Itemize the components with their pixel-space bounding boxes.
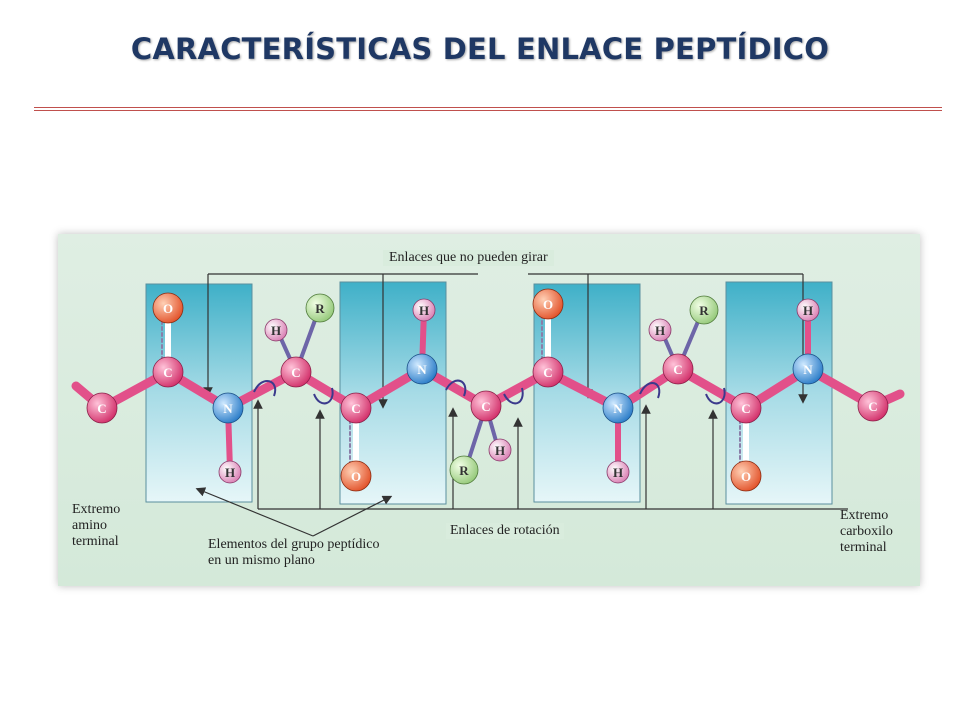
atom-hydrogen: H	[606, 460, 630, 484]
label-amino-line-2: amino	[72, 518, 107, 533]
label-peptide-plane-line-1: Elementos del grupo peptídico	[208, 537, 380, 552]
atom-hydrogen: H	[648, 318, 672, 342]
atom-r-group: R	[689, 295, 719, 325]
label-rotation-bonds: Enlaces de rotación	[446, 523, 564, 539]
svg-text:N: N	[417, 362, 427, 377]
atom-carbon: C	[280, 356, 312, 388]
peptide-chain-svg: C C O N H C H R C O N H C R H C O N H C …	[71, 273, 905, 537]
atom-hydrogen: H	[488, 438, 512, 462]
svg-text:C: C	[291, 365, 300, 380]
rotation-bond-bracket	[253, 399, 848, 510]
plane-pointer-arrows	[195, 487, 393, 537]
atom-r-group: R	[449, 455, 479, 485]
svg-text:C: C	[481, 399, 490, 414]
atom-hydrogen: H	[796, 298, 820, 322]
svg-text:O: O	[543, 297, 553, 312]
atom-nitrogen: N	[212, 392, 244, 424]
rotation-arrow-icon	[445, 379, 467, 397]
svg-text:C: C	[97, 401, 106, 416]
label-peptide-plane-elements: Elementos del grupo peptídico en un mism…	[208, 537, 379, 569]
atom-hydrogen: H	[264, 318, 288, 342]
svg-text:O: O	[351, 469, 361, 484]
svg-text:R: R	[459, 463, 469, 478]
svg-text:N: N	[803, 362, 813, 377]
svg-text:C: C	[741, 401, 750, 416]
svg-text:O: O	[163, 301, 173, 316]
label-amino-line-3: terminal	[72, 534, 119, 549]
svg-text:H: H	[655, 323, 665, 338]
atom-carbon: C	[86, 392, 118, 424]
rotation-arrow-icon	[313, 387, 334, 405]
svg-text:R: R	[315, 301, 325, 316]
slide-title: CARACTERÍSTICAS DEL ENLACE PEPTÍDICO	[130, 32, 830, 66]
svg-text:C: C	[163, 365, 172, 380]
rotation-arrow-icon	[253, 380, 277, 397]
rotation-arrow-icon	[705, 387, 726, 405]
atom-hydrogen: H	[218, 460, 242, 484]
atom-carbon: C	[470, 390, 502, 422]
svg-text:H: H	[225, 465, 235, 480]
svg-text:C: C	[868, 399, 877, 414]
atom-oxygen: O	[340, 460, 372, 492]
rotation-arrow-icon	[639, 382, 661, 399]
svg-text:H: H	[419, 303, 429, 318]
atom-oxygen: O	[152, 292, 184, 324]
rotation-arrow-icon	[503, 387, 524, 405]
svg-text:C: C	[351, 401, 360, 416]
label-amino-terminal: Extremo amino terminal	[72, 502, 120, 550]
svg-text:O: O	[741, 469, 751, 484]
atom-r-group: R	[305, 293, 335, 323]
svg-text:H: H	[271, 323, 281, 338]
atom-carbon: C	[662, 353, 694, 385]
atom-carbon: C	[340, 392, 372, 424]
svg-text:N: N	[223, 401, 233, 416]
svg-text:N: N	[613, 401, 623, 416]
atom-carbon: C	[730, 392, 762, 424]
label-carboxyl-line-2: carboxilo	[840, 524, 893, 539]
svg-text:H: H	[613, 465, 623, 480]
label-carboxyl-terminal: Extremo carboxilo terminal	[840, 508, 893, 556]
atom-oxygen: O	[532, 288, 564, 320]
label-peptide-plane-line-2: en un mismo plano	[208, 553, 315, 568]
atom-carbon: C	[532, 356, 564, 388]
svg-text:H: H	[495, 443, 505, 458]
atom-nitrogen: N	[602, 392, 634, 424]
label-carboxyl-line-3: terminal	[840, 540, 887, 555]
title-divider	[34, 107, 942, 111]
atom-oxygen: O	[730, 460, 762, 492]
label-rigid-bonds: Enlaces que no pueden girar	[383, 250, 554, 266]
atom-carbon: C	[857, 390, 889, 422]
svg-text:C: C	[673, 362, 682, 377]
svg-text:H: H	[803, 303, 813, 318]
label-carboxyl-line-1: Extremo	[840, 508, 889, 523]
rotation-arrows	[253, 379, 726, 405]
svg-text:C: C	[543, 365, 552, 380]
atom-nitrogen: N	[406, 353, 438, 385]
atom-carbon: C	[152, 356, 184, 388]
svg-text:R: R	[699, 303, 709, 318]
atoms: C C O N H C H R C O N H C R H C O N H C …	[86, 288, 889, 492]
label-amino-line-1: Extremo	[72, 502, 121, 517]
atom-hydrogen: H	[412, 298, 436, 322]
peptide-bond-diagram: C C O N H C H R C O N H C R H C O N H C …	[58, 234, 920, 586]
atom-nitrogen: N	[792, 353, 824, 385]
